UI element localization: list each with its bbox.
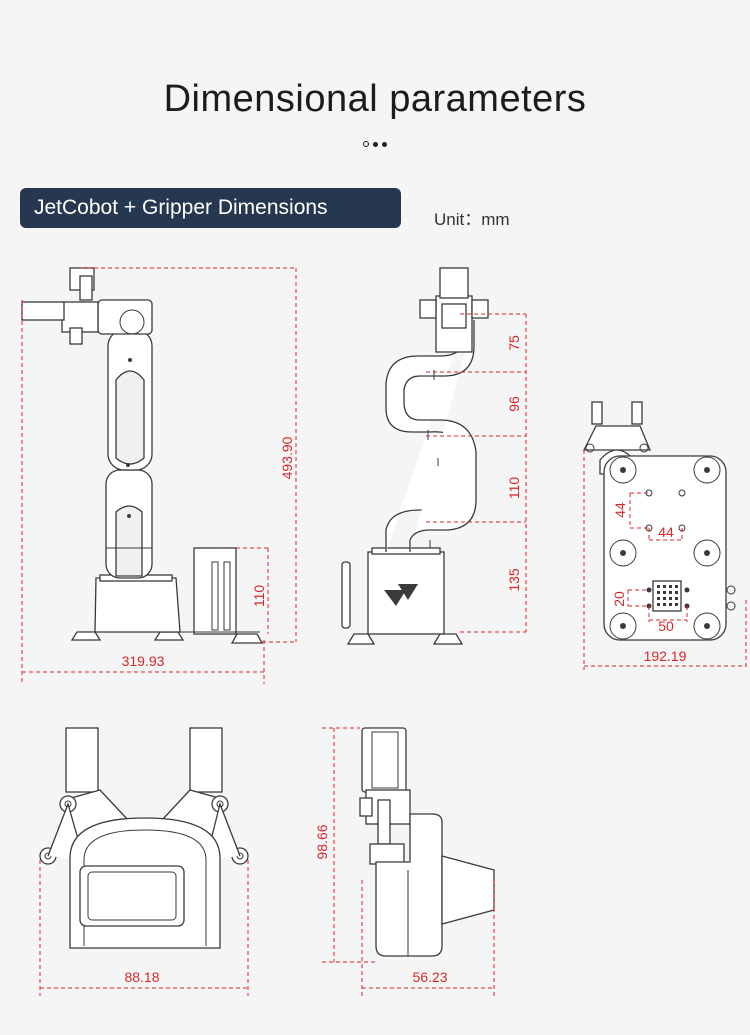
dim-hole-y: 44 (612, 502, 628, 518)
base-plate-dimensions: 44 44 20 50 192.19 (583, 450, 747, 670)
gripper-front-dimensions: 88.18 (39, 860, 249, 996)
side-view-dimensions: 493.90 110 319.93 (21, 267, 297, 684)
robot-front-view (341, 267, 489, 645)
dim-port-height: 20 (611, 591, 627, 607)
dim-total-height: 493.90 (279, 436, 295, 479)
section-banner: JetCobot + Gripper Dimensions (20, 188, 401, 228)
dim-segment-1: 75 (506, 335, 522, 351)
robot-side-view (21, 267, 264, 644)
gripper-front-view (39, 727, 249, 949)
dim-segment-4: 135 (506, 568, 522, 592)
unit-label: Unit：mm (434, 210, 510, 229)
dim-gripper-depth: 56.23 (412, 969, 447, 985)
dim-plate-width: 192.19 (644, 648, 687, 664)
gripper-side-dimensions: 98.66 56.23 (314, 727, 495, 996)
dim-hole-x: 44 (658, 524, 674, 540)
dim-segment-3: 110 (506, 477, 522, 500)
base-plate-view (582, 401, 736, 641)
gripper-side-view (359, 727, 495, 957)
dim-box-height: 110 (251, 585, 267, 608)
dim-gripper-height: 98.66 (314, 824, 330, 859)
front-view-dimensions: 75 96 110 135 (426, 313, 527, 633)
dim-gripper-width: 88.18 (124, 969, 159, 985)
dim-base-width: 319.93 (122, 653, 165, 669)
title-decoration-dots (363, 140, 387, 148)
dim-segment-2: 96 (506, 396, 522, 412)
page-title: Dimensional parameters (163, 78, 587, 120)
dim-port-width: 50 (658, 618, 674, 634)
